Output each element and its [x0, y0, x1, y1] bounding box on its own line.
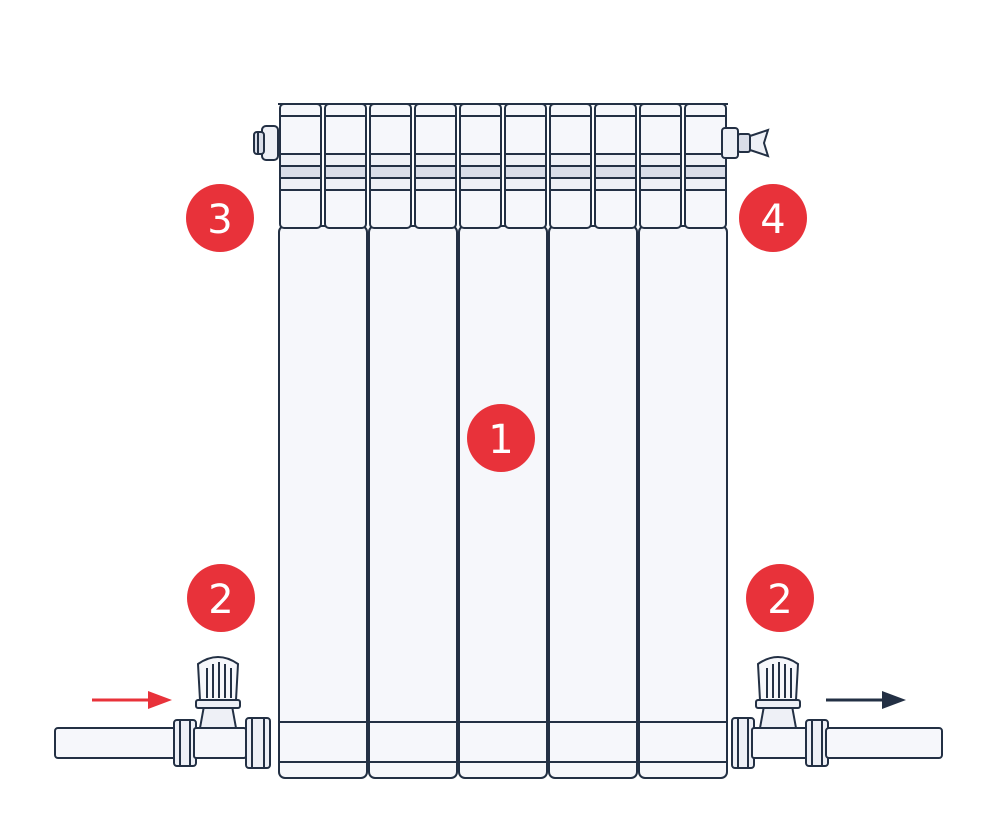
- return-arrow: [826, 691, 906, 709]
- valve-right: [731, 656, 809, 769]
- svg-text:2: 2: [767, 577, 792, 623]
- radiator-section: [638, 103, 728, 779]
- svg-text:4: 4: [760, 197, 785, 243]
- radiator-body: [278, 103, 728, 779]
- svg-text:2: 2: [208, 577, 233, 623]
- badge-radiator-sections: 1: [467, 404, 535, 472]
- svg-text:1: 1: [488, 417, 513, 463]
- valve-left: [193, 656, 271, 769]
- svg-text:3: 3: [207, 197, 232, 243]
- badge-air-vent-plug: 3: [186, 184, 254, 252]
- radiator-section: [458, 103, 548, 779]
- right-top-air-vent: [721, 127, 770, 159]
- radiator-section: [548, 103, 638, 779]
- badge-valve-right: 2: [746, 564, 814, 632]
- badge-end-plug: 4: [739, 184, 807, 252]
- supply-arrow: [92, 691, 172, 709]
- radiator-section: [368, 103, 458, 779]
- badge-valve-left: 2: [187, 564, 255, 632]
- return-pipe: [805, 719, 943, 767]
- supply-pipe: [54, 719, 197, 767]
- left-top-plug: [253, 125, 279, 161]
- radiator-section: [278, 103, 368, 779]
